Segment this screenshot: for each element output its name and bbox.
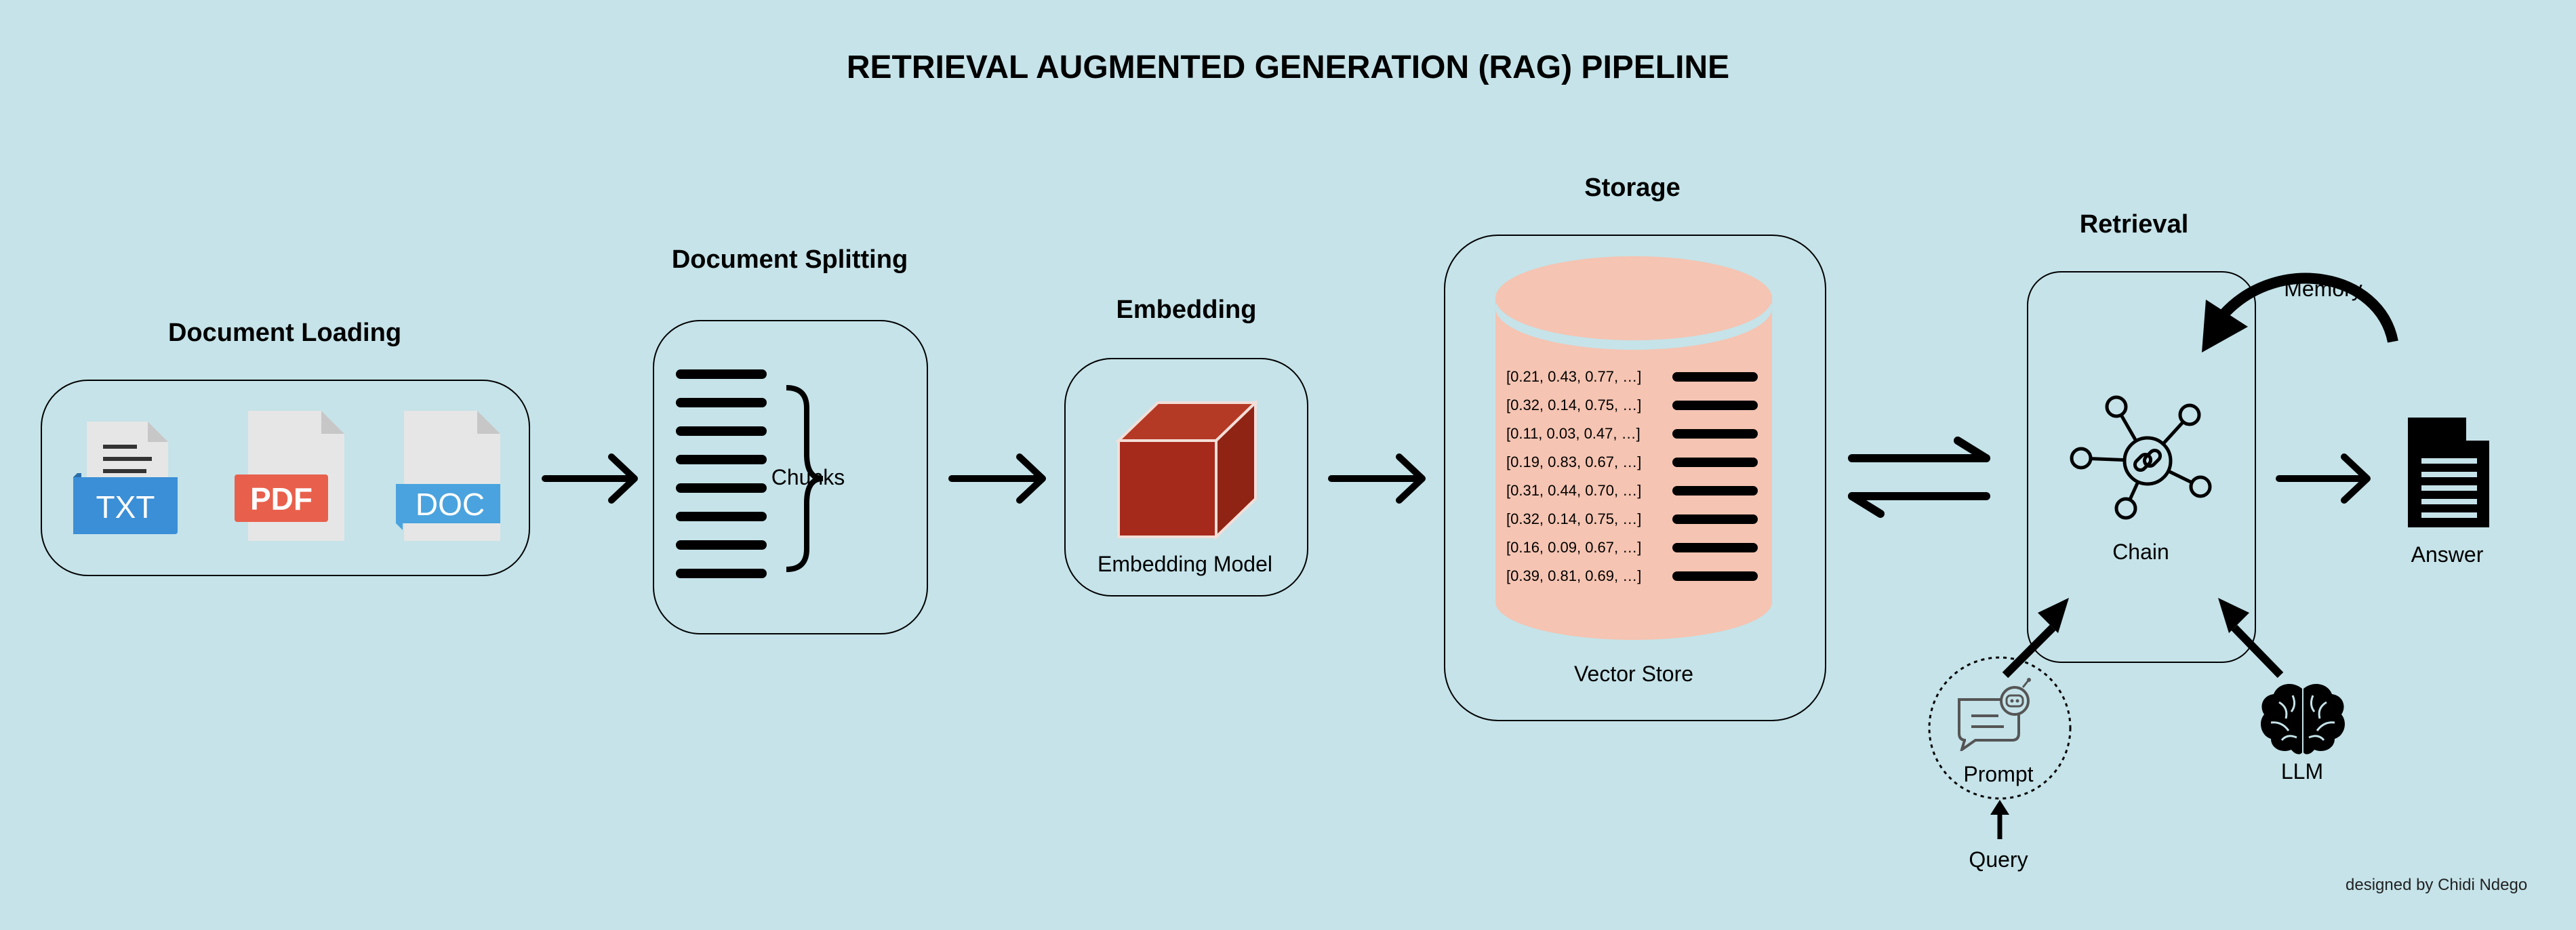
stage-storage: Storage — [1584, 174, 1681, 202]
arrow-prompt-to-chain — [2002, 598, 2069, 679]
memory-curved-arrow — [2202, 272, 2398, 352]
document-loading-box — [41, 380, 530, 576]
chunk-lines — [676, 369, 824, 578]
cube-icon — [1115, 399, 1259, 540]
exchange-arrows — [1848, 437, 1990, 518]
stage-document-loading: Document Loading — [167, 319, 402, 347]
doc-file-icon: DOC — [396, 411, 500, 541]
embedding-model-label: Embedding Model — [1098, 552, 1272, 576]
prompt-circle — [1928, 656, 2072, 800]
txt-badge-label: TXT — [96, 489, 155, 525]
vector-row: [0.16, 0.09, 0.67, …] — [1506, 539, 1642, 556]
vector-row: [0.32, 0.14, 0.75, …] — [1506, 397, 1642, 413]
vector-store-cylinder — [1495, 256, 1772, 640]
stage-embedding: Embedding — [1116, 296, 1257, 324]
curly-brace-icon — [786, 385, 824, 572]
chat-bot-icon — [1958, 678, 2031, 751]
designer-credit: designed by Chidi Ndego — [2346, 876, 2528, 894]
arrow-embedding-to-storage — [1328, 453, 1426, 504]
arrow-loading-to-splitting — [542, 453, 638, 504]
vector-row: [0.21, 0.43, 0.77, …] — [1506, 368, 1642, 385]
vector-row: [0.19, 0.83, 0.67, …] — [1506, 453, 1642, 470]
chunk-lines-group — [676, 369, 767, 578]
brain-icon — [2261, 684, 2345, 754]
vector-row: [0.32, 0.14, 0.75, …] — [1506, 510, 1642, 527]
pdf-file-icon: PDF — [235, 411, 344, 541]
stage-retrieval: Retrieval — [2079, 210, 2189, 239]
answer-label: Answer — [2411, 542, 2484, 567]
stage-document-splitting: Document Splitting — [671, 245, 908, 274]
storage-box — [1444, 235, 1826, 721]
memory-label: Memory — [2284, 277, 2362, 301]
embedding-box — [1064, 358, 1308, 597]
txt-file-icon: TXT — [73, 422, 178, 534]
chunks-label: Chunks — [771, 465, 845, 489]
vector-bars — [1672, 372, 1758, 581]
prompt-label: Prompt — [1963, 762, 2034, 786]
vector-row: [0.39, 0.81, 0.69, …] — [1506, 567, 1642, 584]
doc-badge-label: DOC — [416, 487, 485, 522]
query-arrow — [1990, 800, 2009, 839]
chain-label: Chain — [2112, 540, 2169, 564]
query-label: Query — [1969, 847, 2028, 872]
vector-store-label: Vector Store — [1573, 662, 1694, 686]
arrow-chain-to-answer — [2276, 453, 2371, 504]
answer-document-icon — [2408, 418, 2489, 527]
document-splitting-box — [653, 320, 928, 634]
chain-network-icon — [2070, 395, 2212, 520]
retrieval-box — [2027, 271, 2256, 663]
vector-row: [0.31, 0.44, 0.70, …] — [1506, 482, 1642, 499]
diagram-title: RETRIEVAL AUGMENTED GENERATION (RAG) PIP… — [846, 49, 1730, 85]
pdf-badge-label: PDF — [250, 481, 313, 517]
arrow-splitting-to-embedding — [948, 453, 1046, 504]
vector-row: [0.11, 0.03, 0.47, …] — [1506, 425, 1641, 442]
arrow-llm-to-chain — [2218, 598, 2284, 679]
llm-label: LLM — [2280, 759, 2324, 784]
